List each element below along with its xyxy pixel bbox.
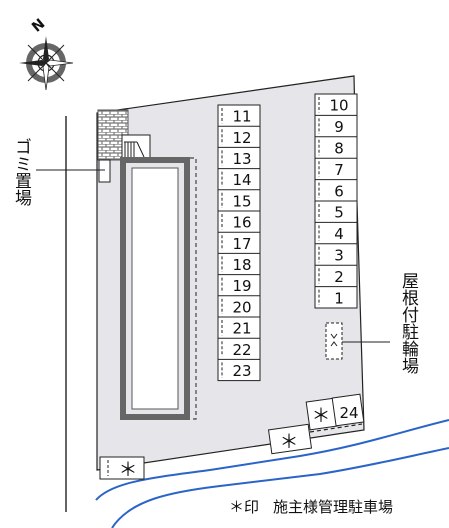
parking-spot-11-label: 11 [232,108,251,126]
stairs-frame [121,134,151,160]
parking-spot-4-label: 4 [334,225,344,243]
parking-spot-23-label: 23 [232,362,251,380]
owner-spot-mark: ＊ [279,431,298,453]
compass-rose-icon [19,36,74,91]
legend: ＊印施主様管理駐車場 [229,496,393,517]
parking-spot-6-label: 6 [334,182,344,200]
parking-spot-24-label: 24 [339,404,358,422]
parking-spot-17-label: 17 [232,235,251,253]
bicycle-icon [330,333,338,347]
parking-spot-21-label: 21 [232,320,251,338]
bicycle-parking-label: 屋根付駐輪場 [398,272,418,374]
garbage-area-label: ゴミ置場 [11,138,31,206]
parking-spot-2-label: 2 [334,268,344,286]
parking-spot-9-label: 9 [334,118,344,136]
compass-north-label: N [29,16,48,36]
parking-spot-7-label: 7 [334,161,344,179]
parking-spot-3-label: 3 [334,247,344,265]
road-edge-upper [95,419,449,501]
owner-spot-road: ＊ [267,423,313,455]
legend-mark: ＊印 [229,498,260,516]
stairs-icon [124,141,145,158]
building-dashed-edge [190,157,197,420]
parking-spot-12-label: 12 [232,129,251,147]
garbage-bin [98,159,111,183]
parking-spot-14-label: 14 [232,171,251,189]
parking-spot-13-label: 13 [232,150,251,168]
parking-column-frame [217,104,261,382]
parking-spot-16-label: 16 [232,214,251,232]
parking-spot-22-label: 22 [232,341,251,359]
road-edge-lower [111,447,449,528]
parking-spot-10-label: 10 [329,97,348,115]
owner-spot-mark: ＊ [118,459,137,481]
building-interior [131,167,179,410]
parking-column-right: 10 9 8 7 6 5 4 3 2 1 [314,93,358,309]
parking-24-group: ＊ 24 [305,393,365,433]
road [96,420,449,528]
parking-spot-5-label: 5 [334,204,344,222]
parking-spot-15-label: 15 [232,192,251,210]
parking-spot-1-label: 1 [334,289,344,307]
parking-spot-18-label: 18 [232,256,251,274]
bicycle-parking-shelter [325,322,343,360]
parking-spot-20-label: 20 [232,298,251,316]
legend-text: 施主様管理駐車場 [273,498,394,516]
parking-spot-8-label: 8 [334,140,344,158]
parking-spot-19-label: 19 [232,277,251,295]
owner-spot-mark: ＊ [311,405,330,427]
parking-column-left: 11 12 13 14 15 16 17 18 19 20 21 22 23 [217,104,261,382]
owner-spot-left: ＊ [99,456,145,481]
